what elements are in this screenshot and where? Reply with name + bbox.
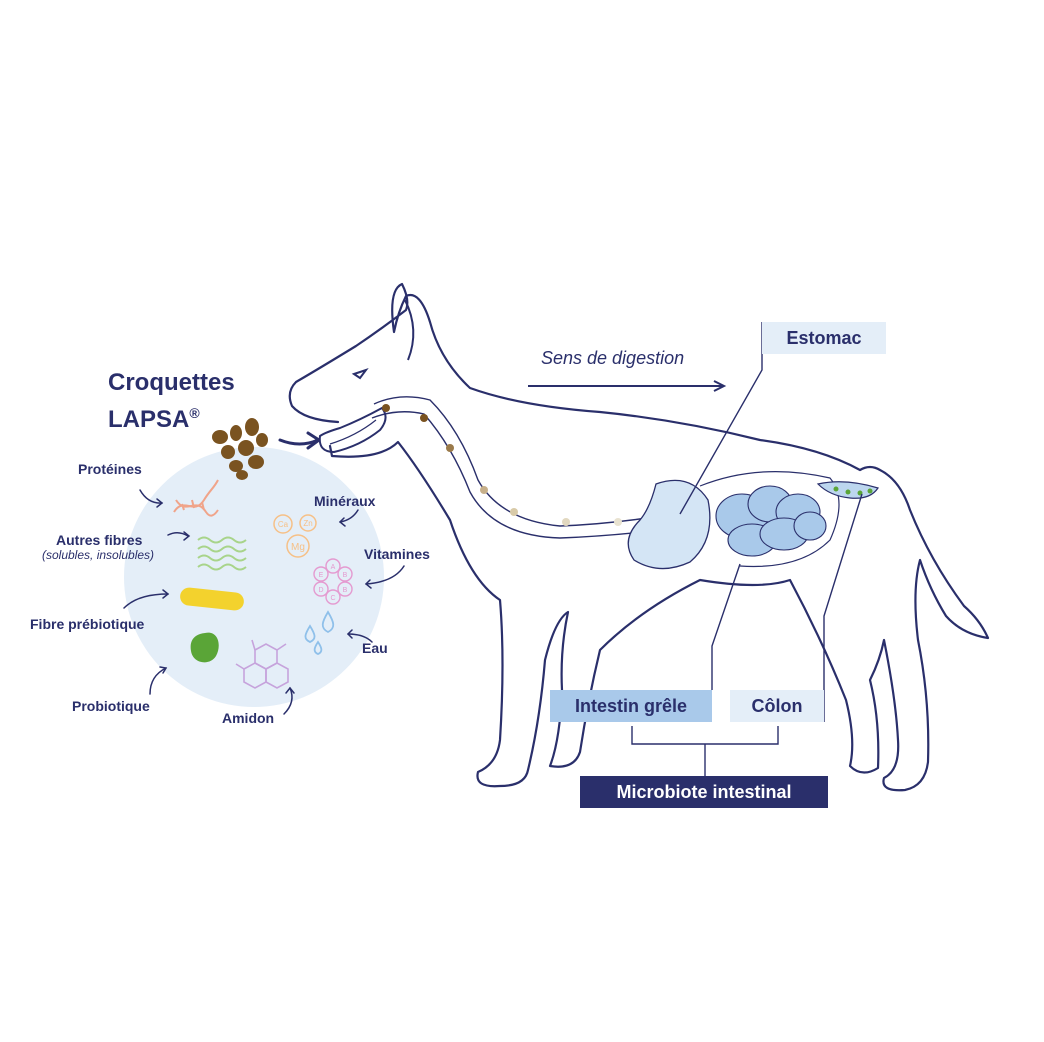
label-autres-fibres-sub: (solubles, insolubles) — [42, 548, 155, 562]
box-microbiote: Microbiote intestinal — [580, 776, 828, 808]
box-intestin-grele: Intestin grêle — [550, 690, 712, 722]
probiotic-icon — [190, 632, 219, 663]
vitamin-symbol: A — [331, 564, 336, 571]
digestion-direction-label: Sens de digestion — [541, 348, 685, 368]
small-intestine-organ — [715, 485, 827, 557]
vitamin-symbol: C — [330, 595, 335, 602]
vitamin-symbol: E — [319, 572, 324, 579]
product-title: Croquettes LAPSA® — [108, 368, 235, 435]
vitamin-symbol: B — [343, 587, 348, 594]
vitamin-symbol: D — [318, 587, 323, 594]
fiber-icon — [197, 536, 247, 571]
label-mineraux: Minéraux — [314, 493, 376, 509]
kibble-icon — [212, 418, 268, 480]
stomach-organ — [627, 479, 711, 570]
mineral-symbol: Ca — [278, 520, 289, 529]
box-estomac: Estomac — [762, 322, 886, 354]
vitamin-symbol: B — [343, 572, 348, 579]
mineral-symbol: Zn — [303, 519, 312, 528]
product-title-line2: LAPSA — [108, 406, 190, 433]
product-title-line2-wrap: LAPSA® — [108, 398, 235, 435]
label-autres-fibres: Autres fibres — [56, 532, 143, 548]
label-eau: Eau — [362, 640, 388, 656]
box-colon: Côlon — [730, 690, 824, 722]
minerals-icon — [273, 514, 317, 558]
dog-eye — [351, 368, 369, 380]
mineral-symbol: Mg — [291, 542, 305, 553]
dna-icon — [173, 479, 219, 517]
label-fibre-prebiotique: Fibre prébiotique — [30, 616, 145, 632]
digestive-tract — [373, 396, 661, 527]
registered-mark: ® — [189, 405, 200, 421]
label-amidon: Amidon — [222, 710, 275, 726]
prebiotic-fiber-icon — [180, 587, 244, 611]
starch-molecule-icon — [235, 639, 289, 689]
water-drops-icon — [304, 610, 335, 655]
vitamins-icon — [313, 558, 353, 605]
label-vitamines: Vitamines — [364, 546, 430, 562]
label-proteines: Protéines — [78, 461, 142, 477]
food-particles — [382, 404, 622, 526]
product-title-line1: Croquettes — [108, 369, 235, 396]
dog-outline — [288, 282, 990, 792]
nutrient-arrows — [123, 489, 405, 715]
label-probiotique: Probiotique — [72, 698, 150, 714]
dog-tongue — [318, 406, 387, 454]
